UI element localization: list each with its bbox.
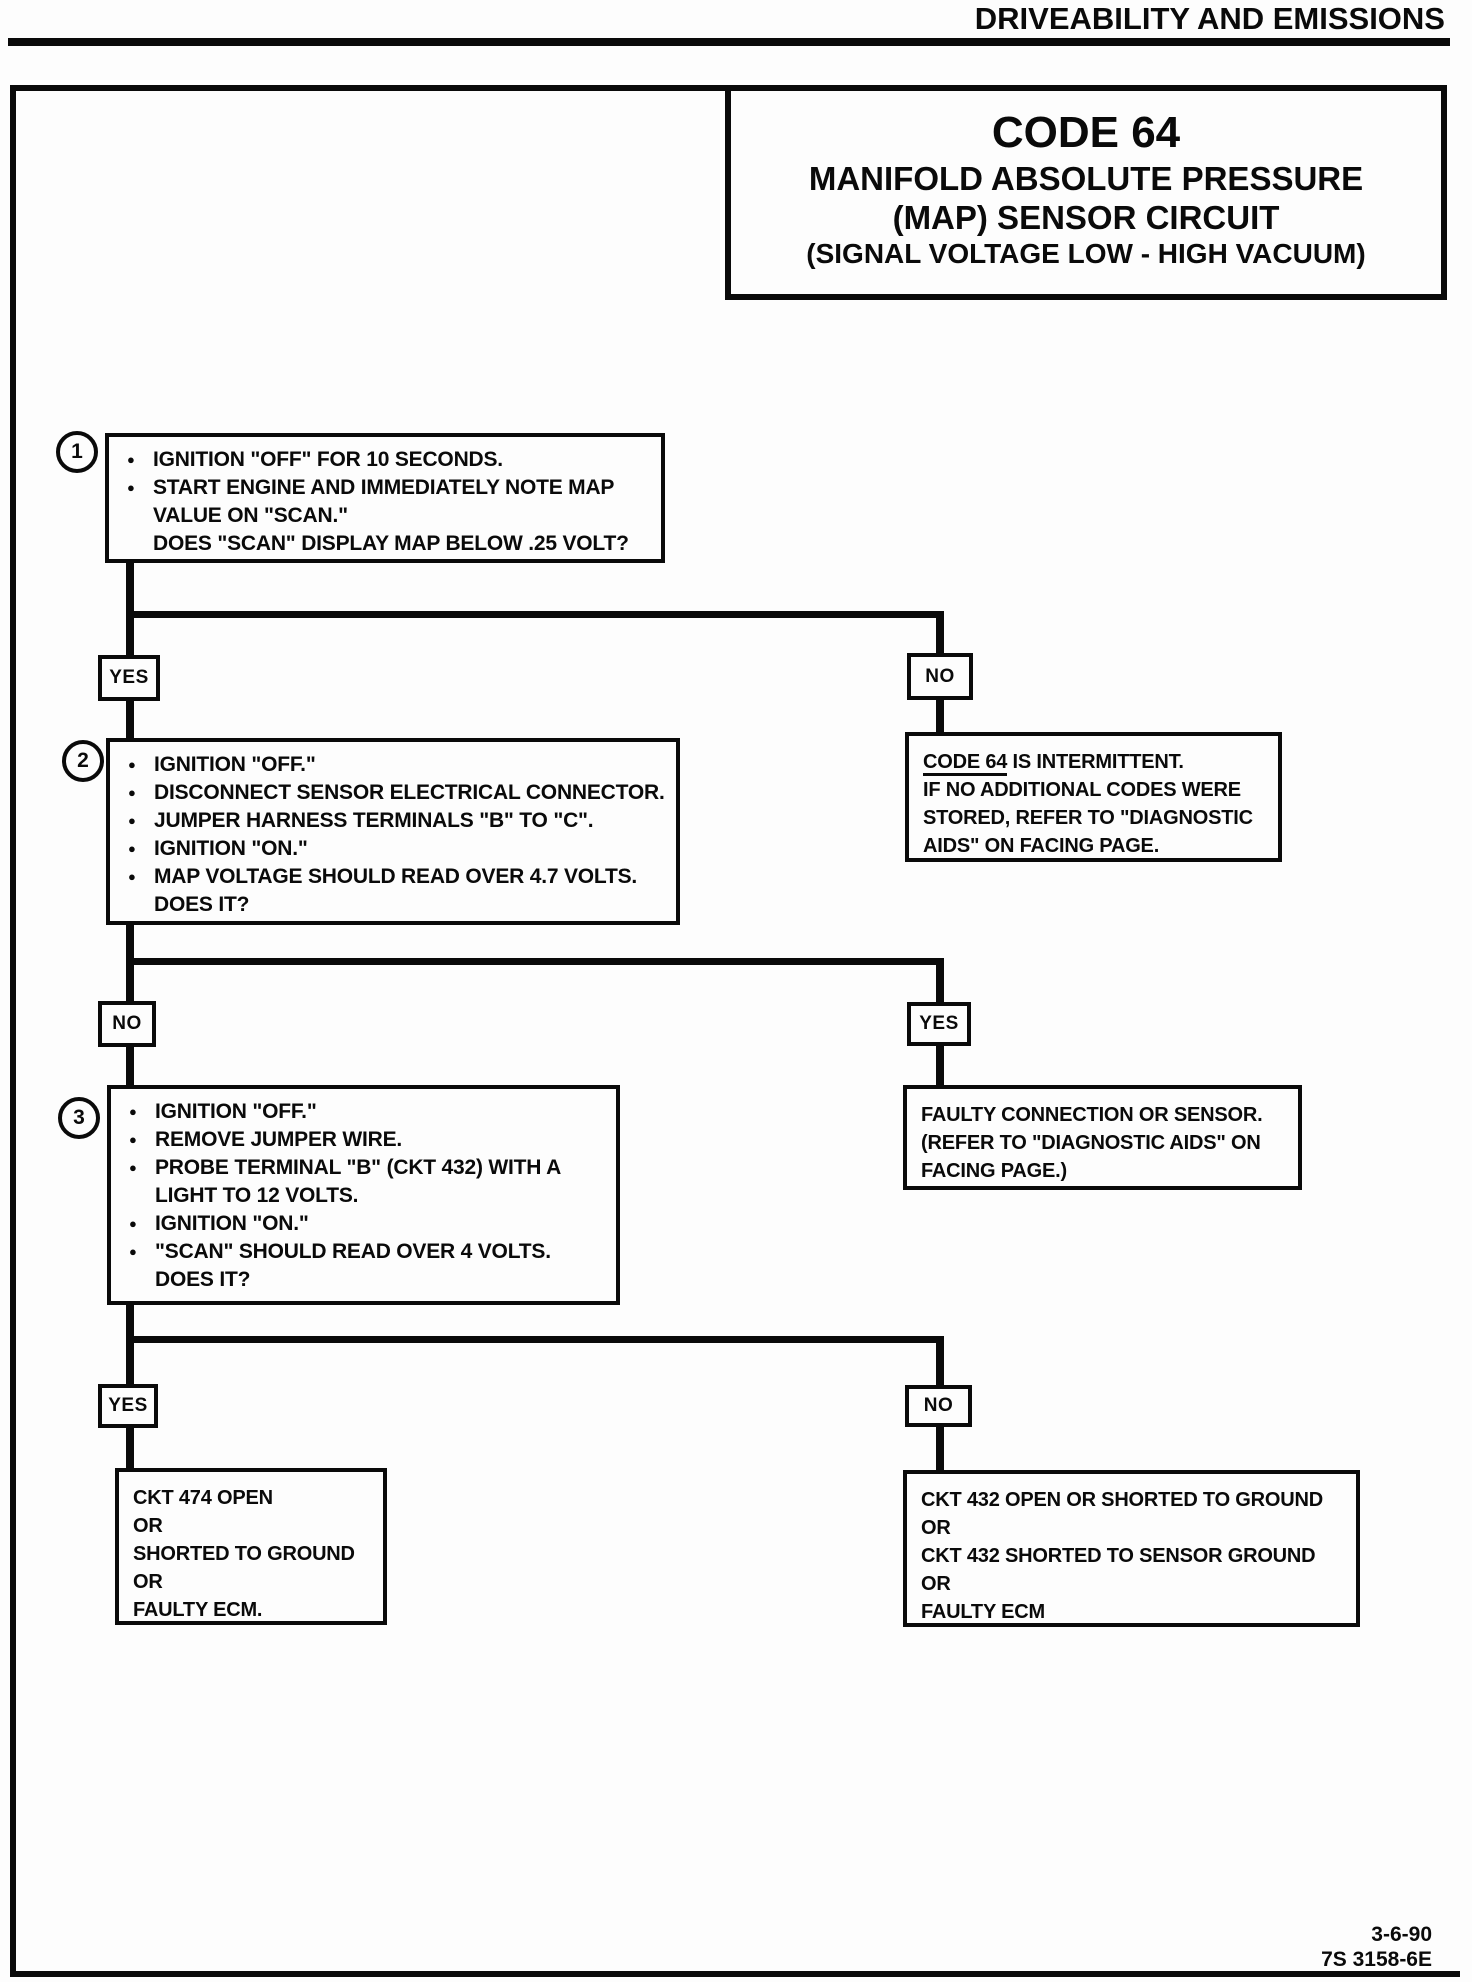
step-line: ●PROBE TERMINAL "B" (CKT 432) WITH A xyxy=(119,1154,608,1182)
flow-line xyxy=(126,1303,134,1340)
bullet-icon: ● xyxy=(127,452,135,467)
decision-branch3-no: NO xyxy=(905,1385,972,1427)
flow-line xyxy=(936,611,944,655)
page-footer: 3-6-90 7S 3158-6E xyxy=(1321,1922,1432,1972)
result-line: IF NO ADDITIONAL CODES WERE xyxy=(923,779,1241,801)
step-line: ●"SCAN" SHOULD READ OVER 4 VOLTS. xyxy=(119,1238,608,1266)
result-line: CKT 474 OPEN xyxy=(133,1487,273,1509)
flow-line xyxy=(936,1427,944,1472)
flow-line xyxy=(126,923,134,961)
step-2-number-circle: 2 xyxy=(62,740,104,782)
result-line: FAULTY ECM xyxy=(921,1601,1045,1623)
step-line: ●DISCONNECT SENSOR ELECTRICAL CONNECTOR. xyxy=(118,779,668,807)
bullet-icon: ● xyxy=(129,1244,137,1259)
step-line: DOES IT? xyxy=(155,1268,251,1291)
bullet-icon: ● xyxy=(129,1216,137,1231)
step-1-number-circle: 1 xyxy=(56,431,98,473)
bullet-icon: ● xyxy=(127,480,135,495)
flow-line xyxy=(126,560,134,615)
bullet-icon: ● xyxy=(128,869,136,884)
decision-branch2-no: NO xyxy=(98,1001,156,1047)
step-line: ●IGNITION "OFF." xyxy=(119,1098,608,1126)
bullet-icon: ● xyxy=(129,1132,137,1147)
step-line: ●IGNITION "ON." xyxy=(119,1210,608,1238)
decision-branch2-yes: YES xyxy=(907,1002,971,1046)
step-3-box: ●IGNITION "OFF." ●REMOVE JUMPER WIRE. ●P… xyxy=(107,1085,620,1305)
flow-line xyxy=(936,1336,944,1387)
step-line: ●REMOVE JUMPER WIRE. xyxy=(119,1126,608,1154)
title-subtitle-line1: MANIFOLD ABSOLUTE PRESSURE xyxy=(808,160,1364,197)
step-line: ●IGNITION "OFF." xyxy=(118,751,668,779)
bullet-icon: ● xyxy=(129,1104,137,1119)
result-line: CKT 432 SHORTED TO SENSOR GROUND xyxy=(921,1545,1316,1567)
step-line: ●MAP VOLTAGE SHOULD READ OVER 4.7 VOLTS. xyxy=(118,863,668,891)
bullet-icon: ● xyxy=(129,1160,137,1175)
footer-date: 3-6-90 xyxy=(1371,1923,1432,1946)
decision-branch1-yes: YES xyxy=(98,655,160,701)
result-line: OR xyxy=(133,1571,163,1593)
result-line: STORED, REFER TO "DIAGNOSTIC xyxy=(923,807,1253,829)
flow-line xyxy=(126,1047,134,1085)
title-subtitle-line2: (MAP) SENSOR CIRCUIT xyxy=(892,199,1280,236)
flow-line xyxy=(126,1428,134,1468)
step-2-number: 2 xyxy=(77,749,89,772)
result-line: SHORTED TO GROUND xyxy=(133,1543,355,1565)
decision-branch3-yes: YES xyxy=(98,1384,158,1428)
step-line: ●IGNITION "ON." xyxy=(118,835,668,863)
bullet-icon: ● xyxy=(128,813,136,828)
header-rule xyxy=(8,38,1450,46)
flow-line xyxy=(936,958,944,1004)
flow-line xyxy=(126,611,944,618)
step-line: VALUE ON "SCAN." xyxy=(153,504,348,527)
page-header-title: DRIVEABILITY AND EMISSIONS xyxy=(974,1,1445,36)
result-ckt474-box: CKT 474 OPEN OR SHORTED TO GROUND OR FAU… xyxy=(115,1468,387,1625)
step-line: ●JUMPER HARNESS TERMINALS "B" TO "C". xyxy=(118,807,668,835)
result-ckt432-box: CKT 432 OPEN OR SHORTED TO GROUND OR CKT… xyxy=(903,1470,1360,1627)
result-line: (REFER TO "DIAGNOSTIC AIDS" ON xyxy=(921,1132,1261,1154)
step-line: ●START ENGINE AND IMMEDIATELY NOTE MAP xyxy=(117,474,653,502)
step-1-box: ●IGNITION "OFF" FOR 10 SECONDS. ●START E… xyxy=(105,433,665,563)
step-line: DOES "SCAN" DISPLAY MAP BELOW .25 VOLT? xyxy=(153,532,629,555)
step-line: ●IGNITION "OFF" FOR 10 SECONDS. xyxy=(117,446,653,474)
frame-border-left xyxy=(10,85,16,1977)
flow-line xyxy=(126,1336,944,1343)
flow-line xyxy=(936,1046,944,1087)
footer-doc-id: 7S 3158-6E xyxy=(1321,1948,1432,1971)
result-line: CODE 64 IS INTERMITTENT. xyxy=(923,748,1266,776)
bullet-icon: ● xyxy=(128,841,136,856)
trouble-code-title: CODE 64 xyxy=(991,108,1181,157)
result-line: OR xyxy=(921,1517,951,1539)
flow-line xyxy=(126,1336,134,1386)
step-2-box: ●IGNITION "OFF." ●DISCONNECT SENSOR ELEC… xyxy=(106,738,680,925)
step-1-number: 1 xyxy=(71,440,83,463)
flow-line xyxy=(126,958,944,965)
bullet-icon: ● xyxy=(128,785,136,800)
result-line: OR xyxy=(133,1515,163,1537)
step-line: DOES IT? xyxy=(154,893,250,916)
result-line: FACING PAGE.) xyxy=(921,1160,1067,1182)
result-line: OR xyxy=(921,1573,951,1595)
step-3-number: 3 xyxy=(73,1106,85,1129)
result-line: CKT 432 OPEN OR SHORTED TO GROUND xyxy=(921,1489,1323,1511)
bullet-icon: ● xyxy=(128,757,136,772)
flow-line xyxy=(126,701,134,740)
title-box: CODE 64 MANIFOLD ABSOLUTE PRESSURE (MAP)… xyxy=(725,85,1447,300)
frame-border-bottom xyxy=(10,1971,1460,1977)
result-line: FAULTY ECM. xyxy=(133,1599,263,1621)
underlined-code: CODE 64 xyxy=(923,751,1007,776)
step-3-number-circle: 3 xyxy=(58,1097,100,1139)
flow-line xyxy=(126,611,134,657)
title-subtitle-line3: (SIGNAL VOLTAGE LOW - HIGH VACUUM) xyxy=(806,238,1366,269)
result-intermittent-box: CODE 64 IS INTERMITTENT. IF NO ADDITIONA… xyxy=(905,732,1282,862)
step-line: LIGHT TO 12 VOLTS. xyxy=(155,1184,359,1207)
result-line: AIDS" ON FACING PAGE. xyxy=(923,835,1160,857)
flow-line xyxy=(936,700,944,734)
decision-branch1-no: NO xyxy=(907,653,973,700)
result-faulty-connection-box: FAULTY CONNECTION OR SENSOR. (REFER TO "… xyxy=(903,1085,1302,1190)
result-line: FAULTY CONNECTION OR SENSOR. xyxy=(921,1104,1263,1126)
frame-border-top xyxy=(10,85,737,91)
flow-line xyxy=(126,958,134,1003)
